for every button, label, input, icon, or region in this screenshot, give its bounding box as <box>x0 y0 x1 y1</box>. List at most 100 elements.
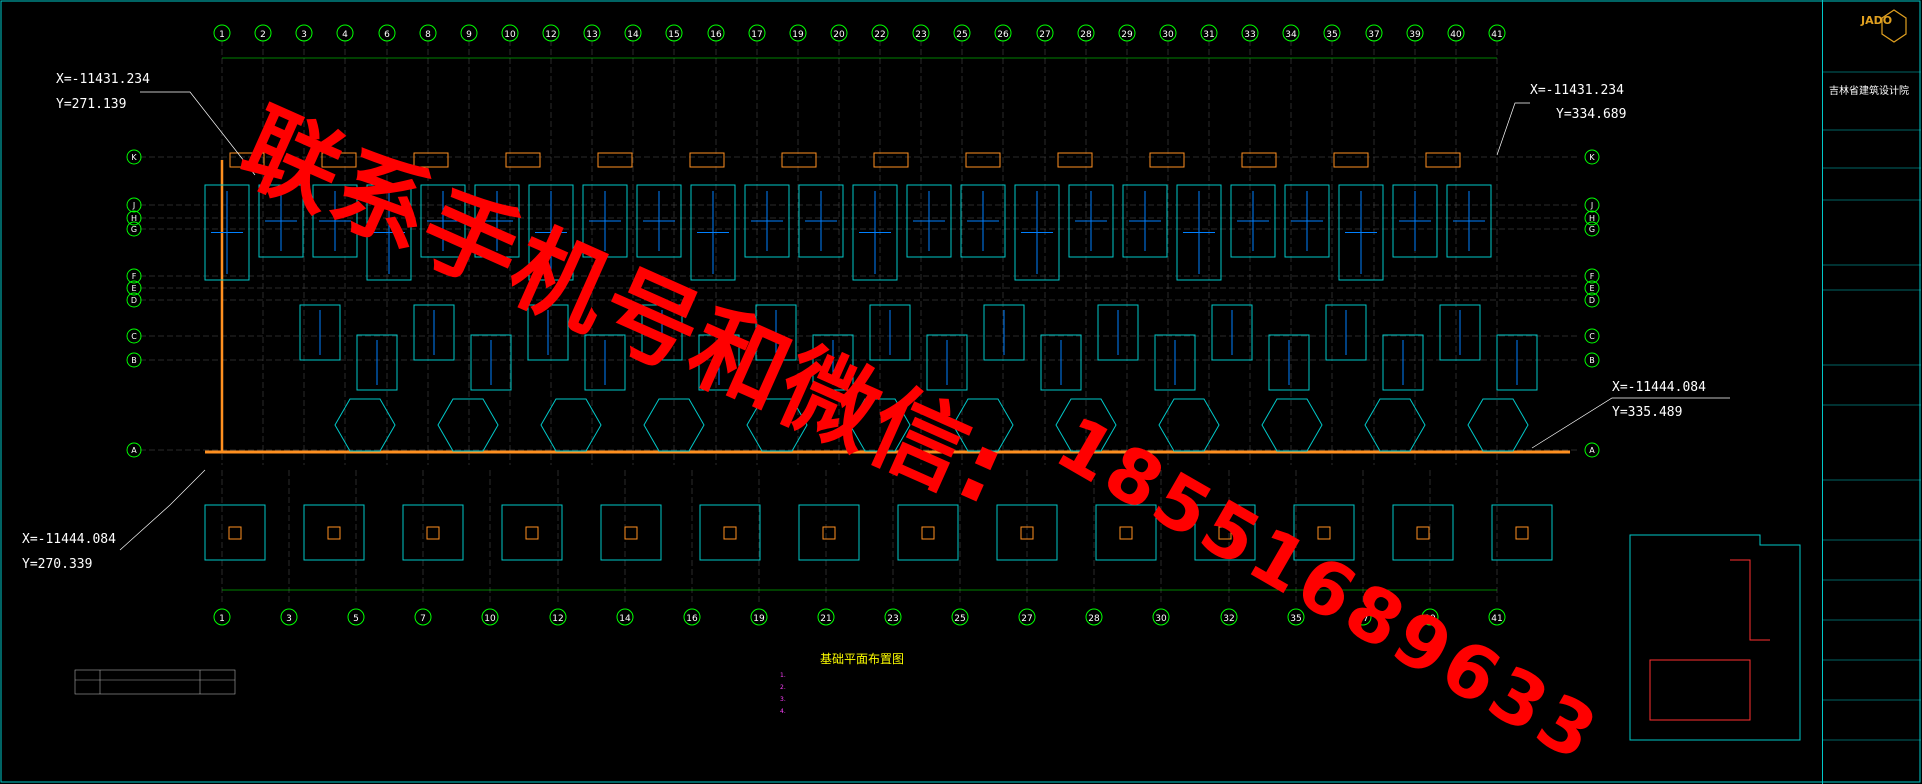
axis-label: 12 <box>552 614 563 624</box>
axis-label: 37 <box>1368 30 1379 40</box>
pile-cap-footing <box>582 184 628 258</box>
column-stub <box>1218 526 1232 540</box>
pile-cap-footing <box>1496 334 1538 391</box>
coord-bottom-left-y: Y=270.339 <box>22 557 93 572</box>
pile-cap-footing <box>584 334 626 391</box>
axis-bubble <box>707 24 725 42</box>
axis-label: 3 <box>301 30 307 40</box>
pile-cap-footing <box>1068 184 1114 258</box>
grade-beam <box>781 152 817 168</box>
axis-bubble <box>549 608 567 626</box>
axis-label: 35 <box>1290 614 1301 624</box>
pile-cap-footing <box>527 304 569 361</box>
title-block: JADO 吉林省建筑设计院 <box>1822 0 1922 784</box>
axis-label: 22 <box>874 30 885 40</box>
axis-bubble <box>817 608 835 626</box>
axis-label: 19 <box>792 30 804 40</box>
pile-cap-footing <box>641 304 683 361</box>
axis-label: 1 <box>219 614 225 624</box>
axis-label: 15 <box>668 30 679 40</box>
pile-cap-hexagon <box>540 398 602 452</box>
axis-bubble <box>1584 210 1600 226</box>
grade-beam <box>1149 152 1185 168</box>
column-stub <box>921 526 935 540</box>
axis-label: B <box>1589 356 1595 365</box>
axis-bubble <box>542 24 560 42</box>
axis-bubble <box>126 442 142 458</box>
axis-label: 2 <box>260 30 266 40</box>
axis-bubble <box>1085 608 1103 626</box>
pile-cap-footing <box>312 184 358 258</box>
pile-cap-footing <box>636 184 682 258</box>
axis-label: C <box>131 332 137 341</box>
coord-bottom-left-x: X=-11444.084 <box>22 532 116 547</box>
axis-bubble <box>750 608 768 626</box>
axis-label: 30 <box>1162 30 1174 40</box>
axis-label: 28 <box>1088 614 1100 624</box>
axis-bubble <box>1584 292 1600 308</box>
pile-cap-footing <box>1122 184 1168 258</box>
axis-bubble <box>295 24 313 42</box>
grade-beam <box>597 152 633 168</box>
axis-label: J <box>132 201 135 210</box>
pile-cap-footing <box>1338 184 1384 281</box>
axis-bubble <box>126 210 142 226</box>
axis-label: A <box>131 446 137 455</box>
axis-bubble <box>1282 24 1300 42</box>
axis-label: 14 <box>627 30 639 40</box>
coord-mid-right-y: Y=335.489 <box>1612 405 1683 420</box>
axis-label: H <box>1589 214 1595 223</box>
axis-label: F <box>132 272 137 281</box>
axis-label: D <box>131 296 137 305</box>
axis-bubble <box>419 24 437 42</box>
axis-label: 40 <box>1450 30 1462 40</box>
axis-label: 37 <box>1357 614 1368 624</box>
axis-bubble <box>1287 608 1305 626</box>
pile-cap-hexagon <box>1158 398 1220 452</box>
axis-bubble <box>1200 24 1218 42</box>
axis-bubble <box>1077 24 1095 42</box>
axis-bubble <box>683 608 701 626</box>
pile-cap-hexagon <box>643 398 705 452</box>
axis-bubble <box>1421 608 1439 626</box>
pile-cap-footing <box>1211 304 1253 361</box>
column-stub <box>723 526 737 540</box>
axis-bubble <box>1584 280 1600 296</box>
pile-cap-footing <box>1097 304 1139 361</box>
pile-cap-footing <box>420 184 466 258</box>
isolated-footing <box>501 504 563 561</box>
axis-label: 27 <box>1039 30 1050 40</box>
pile-cap-hexagon <box>334 398 396 452</box>
grade-beam <box>1333 152 1369 168</box>
axis-label: 31 <box>1203 30 1214 40</box>
axis-label: 35 <box>1326 30 1337 40</box>
axis-bubble <box>1118 24 1136 42</box>
isolated-footing <box>798 504 860 561</box>
axis-bubble <box>1036 24 1054 42</box>
axis-bubble <box>126 328 142 344</box>
axis-bubble <box>126 149 142 165</box>
axis-label: 39 <box>1424 614 1436 624</box>
section-detail <box>1649 659 1751 721</box>
axis-bubble <box>460 24 478 42</box>
pile-cap-footing <box>474 184 520 258</box>
pile-cap-footing <box>755 304 797 361</box>
axis-bubble <box>126 280 142 296</box>
axis-label: E <box>1589 284 1594 293</box>
pile-cap-footing <box>698 334 740 391</box>
axis-label: 9 <box>466 30 472 40</box>
axis-label: 12 <box>545 30 556 40</box>
design-note: 2. <box>780 684 786 691</box>
axis-label: 41 <box>1491 614 1502 624</box>
axis-label: G <box>131 225 137 234</box>
coord-top-right-y: Y=334.689 <box>1556 107 1627 122</box>
axis-bubble <box>583 24 601 42</box>
pile-cap-footing <box>1382 334 1424 391</box>
isolated-footing <box>1194 504 1256 561</box>
axis-bubble <box>1488 24 1506 42</box>
pile-cap-hexagon <box>1364 398 1426 452</box>
axis-bubble <box>126 197 142 213</box>
column-stub <box>624 526 638 540</box>
axis-label: 21 <box>820 614 831 624</box>
